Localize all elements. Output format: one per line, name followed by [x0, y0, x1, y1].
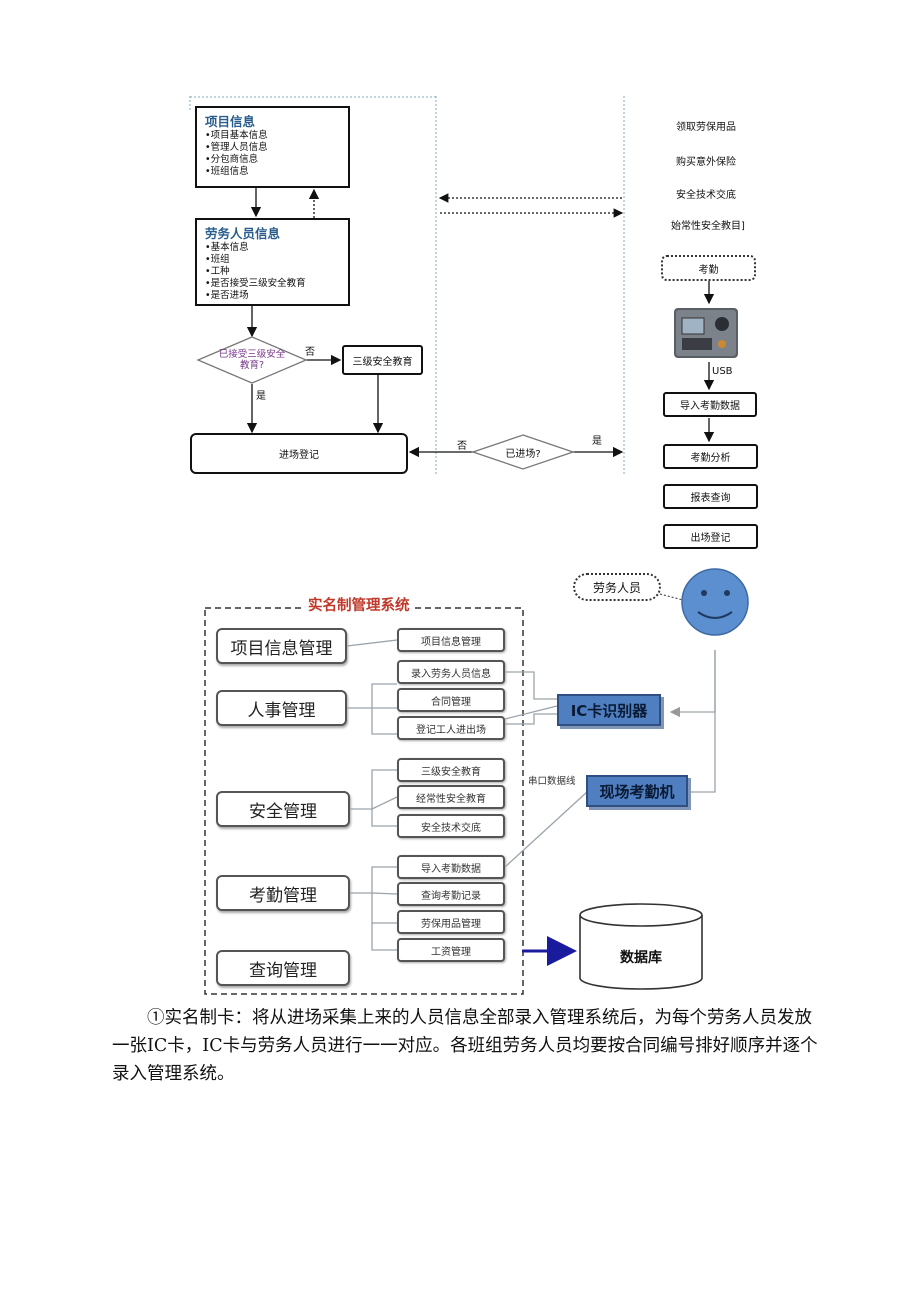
project-info-item: •分包商信息 — [205, 154, 259, 165]
right-item: 始常性安全教目] — [671, 221, 745, 232]
module-safety: 安全管理 — [216, 791, 350, 827]
sub-attendance-item: 工资管理 — [397, 938, 505, 962]
worker-info-item: •班组 — [205, 254, 230, 265]
attendance-terminal-icon — [672, 304, 742, 360]
database-cylinder — [579, 903, 703, 990]
system-lines — [204, 568, 749, 995]
worker-bubble: 劳务人员 — [573, 573, 661, 601]
project-info-item: •班组信息 — [205, 166, 249, 177]
usb-label: USB — [712, 366, 733, 377]
sub-attendance-item: 导入考勤数据 — [397, 855, 505, 879]
sub-hr-item: 录入劳务人员信息 — [397, 660, 505, 684]
worker-info-title: 劳务人员信息 — [205, 226, 281, 241]
right-item: 安全技术交底 — [676, 190, 736, 201]
sub-safety-item: 经常性安全教育 — [397, 785, 505, 809]
analysis-box: 考勤分析 — [663, 444, 758, 469]
sub-attendance-item: 劳保用品管理 — [397, 910, 505, 934]
project-info-item: •管理人员信息 — [205, 142, 268, 153]
module-hr: 人事管理 — [216, 690, 347, 726]
three-level-edu-box: 三级安全教育 — [342, 345, 423, 375]
module-attendance: 考勤管理 — [216, 875, 350, 911]
no-label-2: 否 — [457, 441, 467, 452]
report-box: 报表查询 — [663, 484, 758, 509]
yes-label-1: 是 — [256, 391, 266, 402]
right-item: 领取劳保用品 — [676, 122, 736, 133]
body-paragraph: ①实名制卡：将从进场采集上来的人员信息全部录入管理系统后，为每个劳务人员发放一张… — [112, 1008, 818, 1084]
worker-info-item: •基本信息 — [205, 242, 249, 253]
flowchart-lines — [189, 96, 715, 476]
entered-decision-label: 已进场? — [505, 448, 541, 460]
entered-decision-diamond — [470, 434, 576, 470]
sub-project-info: 项目信息管理 — [397, 628, 505, 652]
module-query: 查询管理 — [216, 950, 350, 986]
attendance-machine-box: 现场考勤机 — [586, 775, 688, 807]
sub-hr-item: 合同管理 — [397, 688, 505, 712]
worker-face-icon — [681, 568, 749, 636]
attendance-box: 考勤 — [661, 255, 756, 281]
module-project-info: 项目信息管理 — [216, 628, 347, 664]
sub-safety-item: 三级安全教育 — [397, 758, 505, 782]
worker-info-box: 劳务人员信息 •基本信息 •班组 •工种 •是否接受三级安全教育 •是否进场 — [195, 218, 350, 306]
entry-register-box: 进场登记 — [190, 433, 408, 474]
right-item: 购买意外保险 — [676, 157, 736, 168]
serial-line-label: 串口数据线 — [528, 776, 576, 787]
sub-safety-item: 安全技术交底 — [397, 814, 505, 838]
import-data-box: 导入考勤数据 — [663, 392, 757, 417]
sub-hr-item: 登记工人进出场 — [397, 716, 505, 740]
safety-decision-diamond — [196, 336, 308, 384]
project-info-box: 项目信息 •项目基本信息 •管理人员信息 •分包商信息 •班组信息 — [195, 106, 350, 188]
ic-reader-box: IC卡识别器 — [557, 694, 661, 726]
project-info-item: •项目基本信息 — [205, 130, 268, 141]
worker-info-item: •是否接受三级安全教育 — [205, 278, 306, 289]
project-info-title: 项目信息 — [205, 114, 256, 129]
sub-attendance-item: 查询考勤记录 — [397, 882, 505, 906]
safety-decision-label: 已接受三级安全教育? — [218, 349, 286, 371]
database-label: 数据库 — [620, 950, 662, 966]
worker-info-item: •是否进场 — [205, 290, 249, 301]
no-label-1: 否 — [305, 347, 315, 358]
worker-info-item: •工种 — [205, 266, 230, 277]
yes-label-2: 是 — [592, 436, 602, 447]
exit-register-box: 出场登记 — [663, 524, 758, 549]
system-title: 实名制管理系统 — [305, 594, 413, 615]
